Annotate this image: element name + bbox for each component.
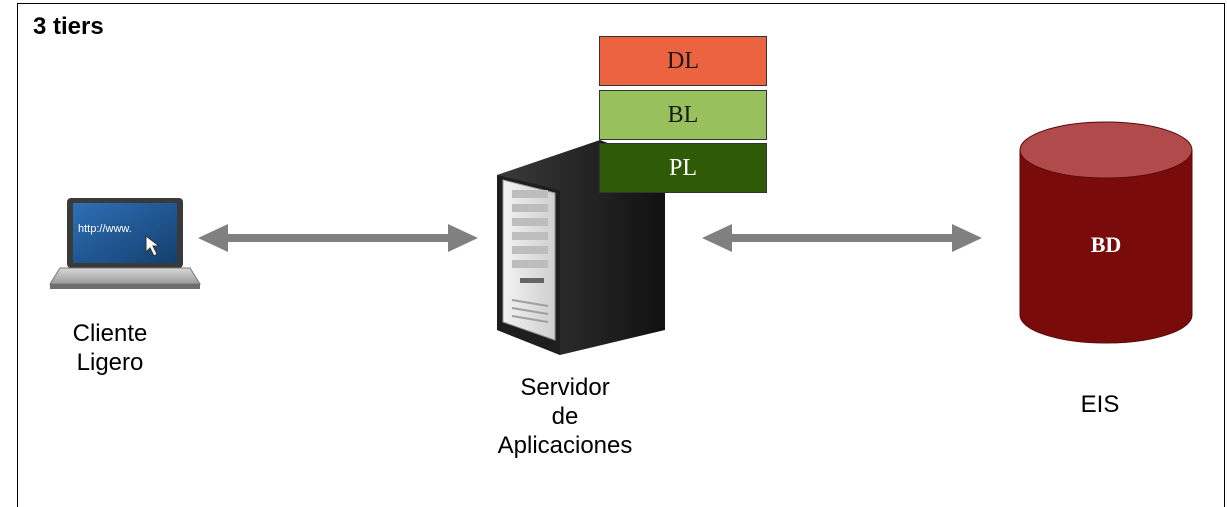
laptop-url-text: http://www.	[78, 223, 132, 235]
layer-pl: PL	[599, 143, 767, 193]
layer-dl: DL	[599, 36, 767, 86]
layer-bl: BL	[599, 90, 767, 140]
laptop-icon: http://www.	[49, 198, 201, 289]
arrow-client-server	[198, 224, 478, 252]
database-text: BD	[1091, 232, 1122, 257]
eis-label: EIS	[1080, 391, 1120, 418]
arrow-server-eis	[702, 224, 982, 252]
diagram-frame	[17, 3, 1225, 507]
database-icon: BD	[1019, 121, 1193, 344]
diagram-title: 3 tiers	[33, 13, 104, 40]
server-icon	[497, 140, 665, 355]
cursor-icon	[145, 234, 161, 257]
